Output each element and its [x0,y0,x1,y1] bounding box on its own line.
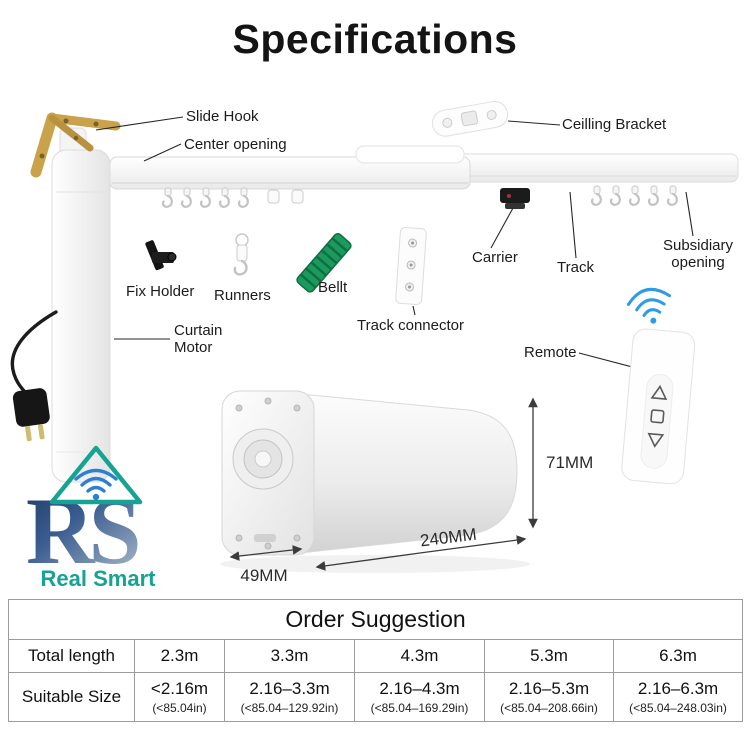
size-range-inches: (<85.04–129.92in) [240,701,339,715]
size-range: 2.16–4.3m [379,679,460,698]
label-center-opening: Center opening [184,136,287,153]
fix-holder-icon [145,240,177,271]
ceiling-bracket-icon [431,100,509,137]
size-range: 2.16–6.3m [637,679,719,698]
brand-logo: RS Real Smart [26,445,157,591]
label-ceiling-bracket: Ceilling Bracket [562,116,667,133]
power-plug-icon [12,388,50,442]
suitable-size-cell: 2.16–4.3m (<85.04–169.29in) [354,672,485,722]
wifi-icon [626,287,672,324]
total-length-cell: 5.3m [484,639,614,673]
dimension-depth-label: 49MM [240,566,287,585]
track-rails [109,145,739,190]
total-length-cell: 4.3m [354,639,485,673]
logo-wifi-icon [74,468,118,501]
logo-initials: RS [26,478,138,584]
size-range: <2.16m [150,679,209,698]
total-length-cell: 6.3m [612,639,744,673]
belt-icon [296,233,352,293]
label-track: Track [557,259,594,276]
leader-lines [95,116,694,369]
remote-up-button [650,384,668,400]
suitable-size-cell: 2.16–3.3m (<85.04–129.92in) [224,672,355,722]
center-cover-cap [355,145,465,164]
label-subsidiary-opening: Subsidiary opening [650,237,746,271]
logo-name: Real Smart [41,566,157,591]
table-title-row: Order Suggestion [7,599,744,640]
label-belt: Bellt [318,279,348,296]
remote-stop-button [650,409,665,424]
dimension-lines [229,397,538,571]
label-subsidiary-line1: Subsidiary [662,237,734,254]
label-track-connector: Track connector [357,317,464,334]
carrier-icon [500,188,530,209]
page-title: Specifications [232,16,518,62]
total-length-cell: 2.3m [134,639,225,673]
label-curtain-line1: Curtain [174,322,223,339]
size-range-inches: (<85.04–248.03in) [629,701,727,715]
size-range: 2.16–3.3m [249,679,330,698]
suitable-size-cell: 2.16–6.3m (<85.04–248.03in) [612,672,744,722]
suitable-size-cell: <2.16m (<85.04in) [134,672,225,722]
size-range-inches: (<85.04in) [152,701,207,715]
curtain-motor-unit [51,127,111,483]
label-subsidiary-line2: opening [671,254,725,271]
total-length-cell: 3.3m [224,639,355,673]
motor-product-photo [220,390,530,573]
size-range: 2.16–5.3m [508,679,590,698]
size-range-inches: (<85.04–169.29in) [370,701,469,715]
label-remote: Remote [524,344,577,361]
logo-triangle [49,445,143,505]
power-cord [10,310,58,442]
table-row-total-length: Total length 2.3m 3.3m 4.3m 5.3m 6.3m [8,639,744,673]
dimension-height-label: 71MM [546,453,593,472]
row-header-suitable-size: Suitable Size [8,672,135,722]
label-runners: Runners [214,287,271,304]
slide-hook-icon [30,112,121,178]
runner-hooks [161,184,678,208]
label-fix-holder: Fix Holder [126,283,195,300]
size-range-inches: (<85.04–208.66in) [500,701,598,715]
table-row-suitable-size: Suitable Size <2.16m (<85.04in) 2.16–3.3… [8,672,744,722]
label-slide-hook: Slide Hook [186,108,259,125]
label-curtain-line2: Motor [174,339,213,356]
remote-down-button [647,432,665,448]
label-carrier: Carrier [472,249,518,266]
suitable-size-cell: 2.16–5.3m (<85.04–208.66in) [484,672,614,722]
table-title: Order Suggestion [7,599,744,640]
track-connector-icon [395,227,427,305]
runner-icon [233,233,249,276]
label-curtain-motor: Curtain Motor [174,322,222,356]
row-header-total-length: Total length [8,639,135,673]
order-suggestion-table: Order Suggestion Total length 2.3m 3.3m … [7,599,744,722]
remote-control [621,328,696,485]
